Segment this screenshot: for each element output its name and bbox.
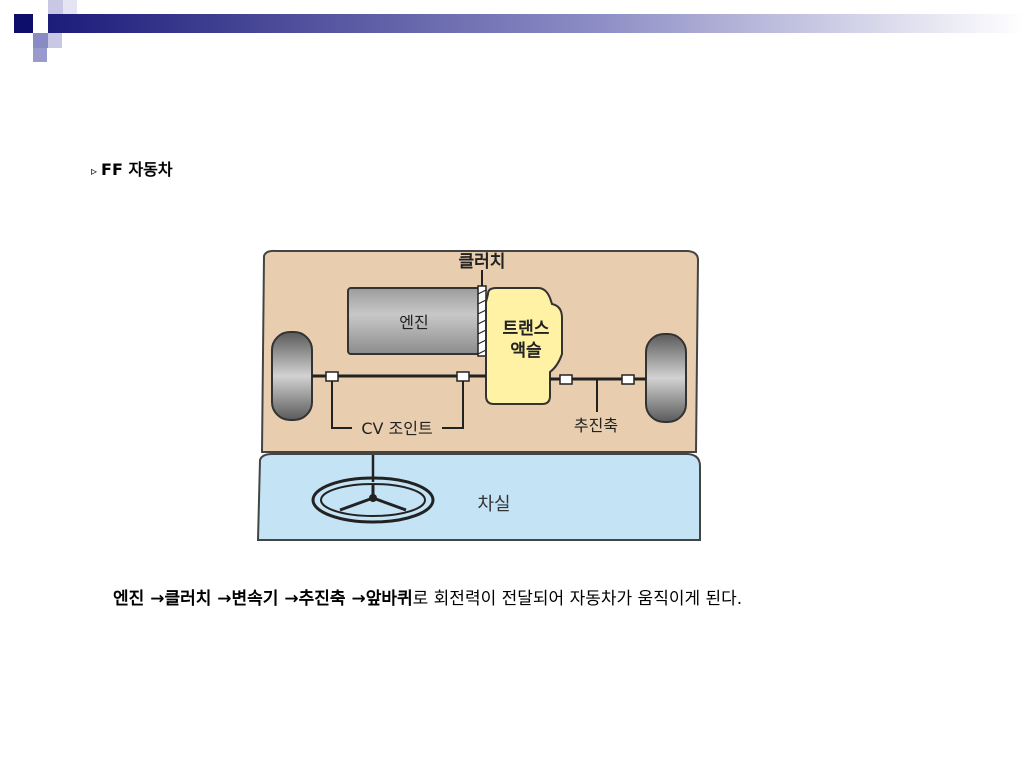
caption: 엔진 →클러치 →변속기 →추진축 →앞바퀴로 회전력이 전달되어 자동차가 움…	[113, 584, 993, 609]
cv-joint-bracket	[331, 381, 464, 429]
cv-joint-right-b	[621, 374, 635, 385]
header-square-dark	[14, 14, 33, 33]
cabin-area	[256, 453, 701, 541]
bullet-icon: ▹	[91, 164, 98, 178]
header-square-pale	[48, 33, 62, 48]
header-square-light	[33, 48, 47, 62]
transaxle-block	[485, 287, 563, 405]
header-square-light	[33, 33, 48, 48]
label-cv-joint: CV 조인트	[361, 419, 432, 438]
cv-joint-left	[325, 371, 339, 382]
section-heading: ▹FF 자동차	[91, 156, 173, 180]
label-transaxle-2: 액슬	[510, 341, 542, 361]
header-square-pale	[48, 0, 63, 14]
header-decoration	[14, 0, 1024, 62]
steering-wheel-icon	[311, 455, 435, 524]
caption-rest: 로 회전력이 전달되어 자동차가 움직이게 된다.	[412, 589, 743, 609]
label-engine: 엔진	[399, 313, 428, 332]
label-cabin: 차실	[477, 494, 510, 515]
label-drive-shaft: 추진축	[574, 416, 618, 435]
label-transaxle-1: 트랜스	[503, 319, 550, 339]
cv-joint-inner	[456, 371, 470, 382]
ff-car-diagram: 클러치 엔진 트랜스 액슬 CV 조인트 추진축 차실	[256, 249, 701, 541]
header-square-pale	[63, 0, 77, 14]
label-clutch: 클러치	[459, 252, 506, 272]
caption-bold: 엔진 →클러치 →변속기 →추진축 →앞바퀴	[113, 589, 413, 609]
left-wheel	[271, 331, 313, 421]
cv-joint-right-a	[559, 374, 573, 385]
heading-text: FF 자동차	[101, 160, 173, 179]
right-wheel	[645, 333, 687, 423]
